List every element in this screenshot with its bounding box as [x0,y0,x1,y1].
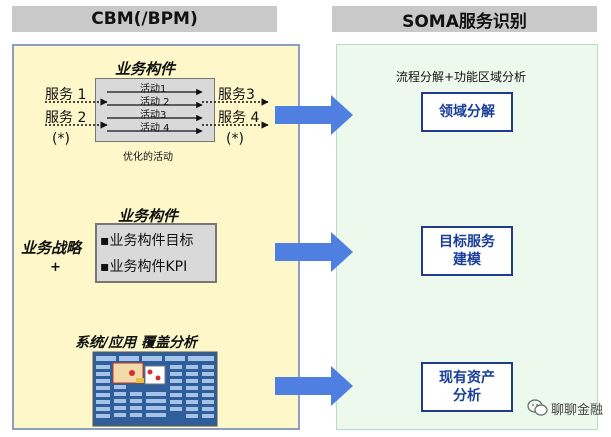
left-note: (*) [52,131,70,147]
wechat-icon [527,399,548,416]
right-note: (*) [226,131,244,147]
activity-3: 活动3 [140,110,167,121]
service-3-label: 服务3 [218,87,255,103]
watermark-text: 聊聊金融 [551,403,604,418]
service-1-label: 服务 1 [45,87,87,103]
activities-caption: 优化的活动 [123,152,173,163]
existing-asset-line2: 分析 [453,388,481,404]
strategy-plus: + [50,260,61,275]
section2-title: 业务构件 [118,207,179,225]
big-arrow-2 [275,232,353,272]
big-arrow-1 [275,95,353,135]
service-2-label: 服务 2 [45,110,87,126]
existing-asset-analysis-box: 现有资产 分析 [421,362,513,412]
activity-1: 活动1 [140,84,167,95]
big-arrow-3 [275,366,353,406]
soma-subtitle: 流程分解+功能区域分析 [396,70,527,84]
service-4-label: 服务 4 [218,110,260,126]
section3-title: 系统/应用 覆盖分析 [75,335,197,351]
domain-decomposition-label: 领域分解 [439,104,495,120]
existing-asset-line1: 现有资产 [439,370,495,386]
target-service-line1: 目标服务 [439,234,495,250]
soma-header: SOMA服务识别 [332,6,597,32]
activity-2: 活动 2 [140,97,170,108]
activity-4: 活动 4 [140,123,170,134]
section1-title: 业务构件 [115,60,176,78]
strategy-label: 业务战略 [21,239,82,257]
component-goal-item: ▪业务构件目标 [100,233,194,249]
component-kpi-item: ▪业务构件KPI [100,259,188,275]
target-service-line2: 建模 [453,252,481,268]
target-service-modeling-box: 目标服务 建模 [421,226,513,276]
domain-decomposition-box: 领域分解 [421,92,513,132]
cbm-header: CBM(/BPM) [12,6,277,32]
component-kpi-box [95,223,217,283]
